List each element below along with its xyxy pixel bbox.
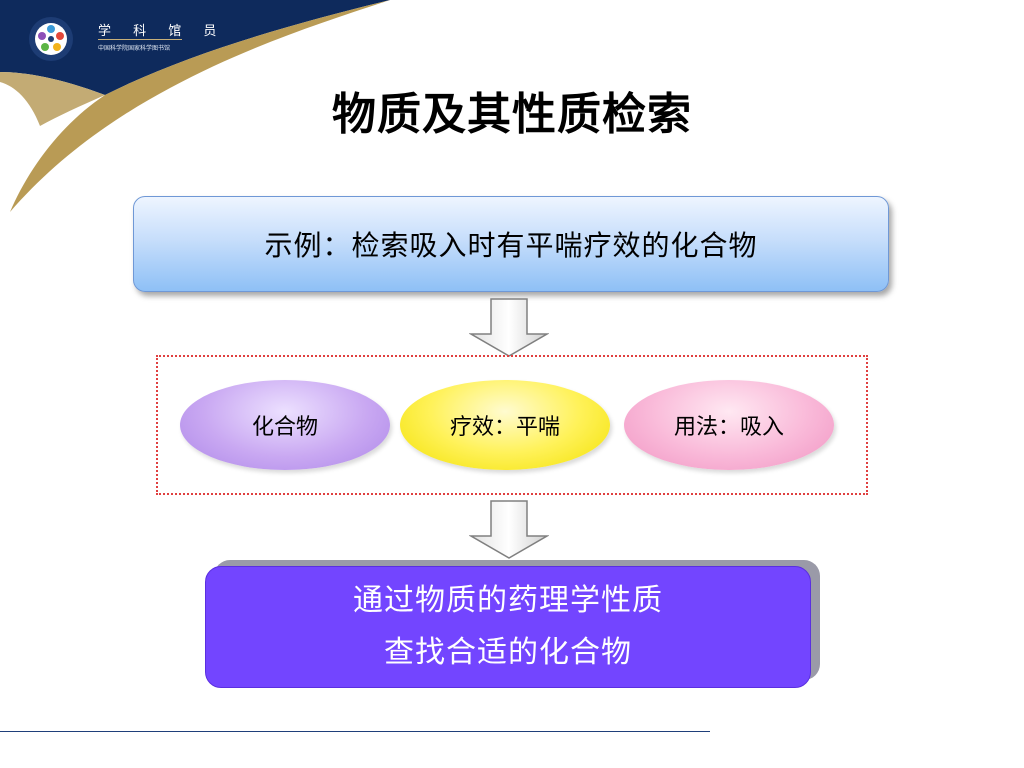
down-arrow-icon [469, 500, 549, 559]
criterion-compound: 化合物 [180, 380, 390, 470]
down-arrow-icon [469, 298, 549, 357]
example-text: 示例：检索吸入时有平喘疗效的化合物 [264, 229, 758, 262]
result-line-2: 查找合适的化合物 [384, 635, 632, 670]
criterion-label: 化合物 [251, 415, 318, 440]
slide-title: 物质及其性质检索 [332, 89, 692, 140]
result-box: 通过物质的药理学性质 查找合适的化合物 [205, 566, 811, 688]
brand-name: 学 科 馆 员 [98, 24, 226, 39]
criterion-label: 疗效：平喘 [449, 415, 560, 440]
criterion-efficacy: 疗效：平喘 [400, 380, 610, 470]
brand-divider [98, 39, 182, 40]
logo-icon [29, 17, 73, 61]
footer-line [0, 731, 710, 732]
criteria-frame [156, 355, 868, 495]
header-decoration [0, 0, 390, 212]
example-box: 示例：检索吸入时有平喘疗效的化合物 [133, 196, 889, 292]
result-line-1: 通过物质的药理学性质 [353, 583, 663, 618]
criterion-label: 用法：吸入 [673, 415, 784, 440]
criterion-usage: 用法：吸入 [624, 380, 834, 470]
brand-subtitle: 中国科学院国家科学图书馆 [98, 45, 171, 52]
